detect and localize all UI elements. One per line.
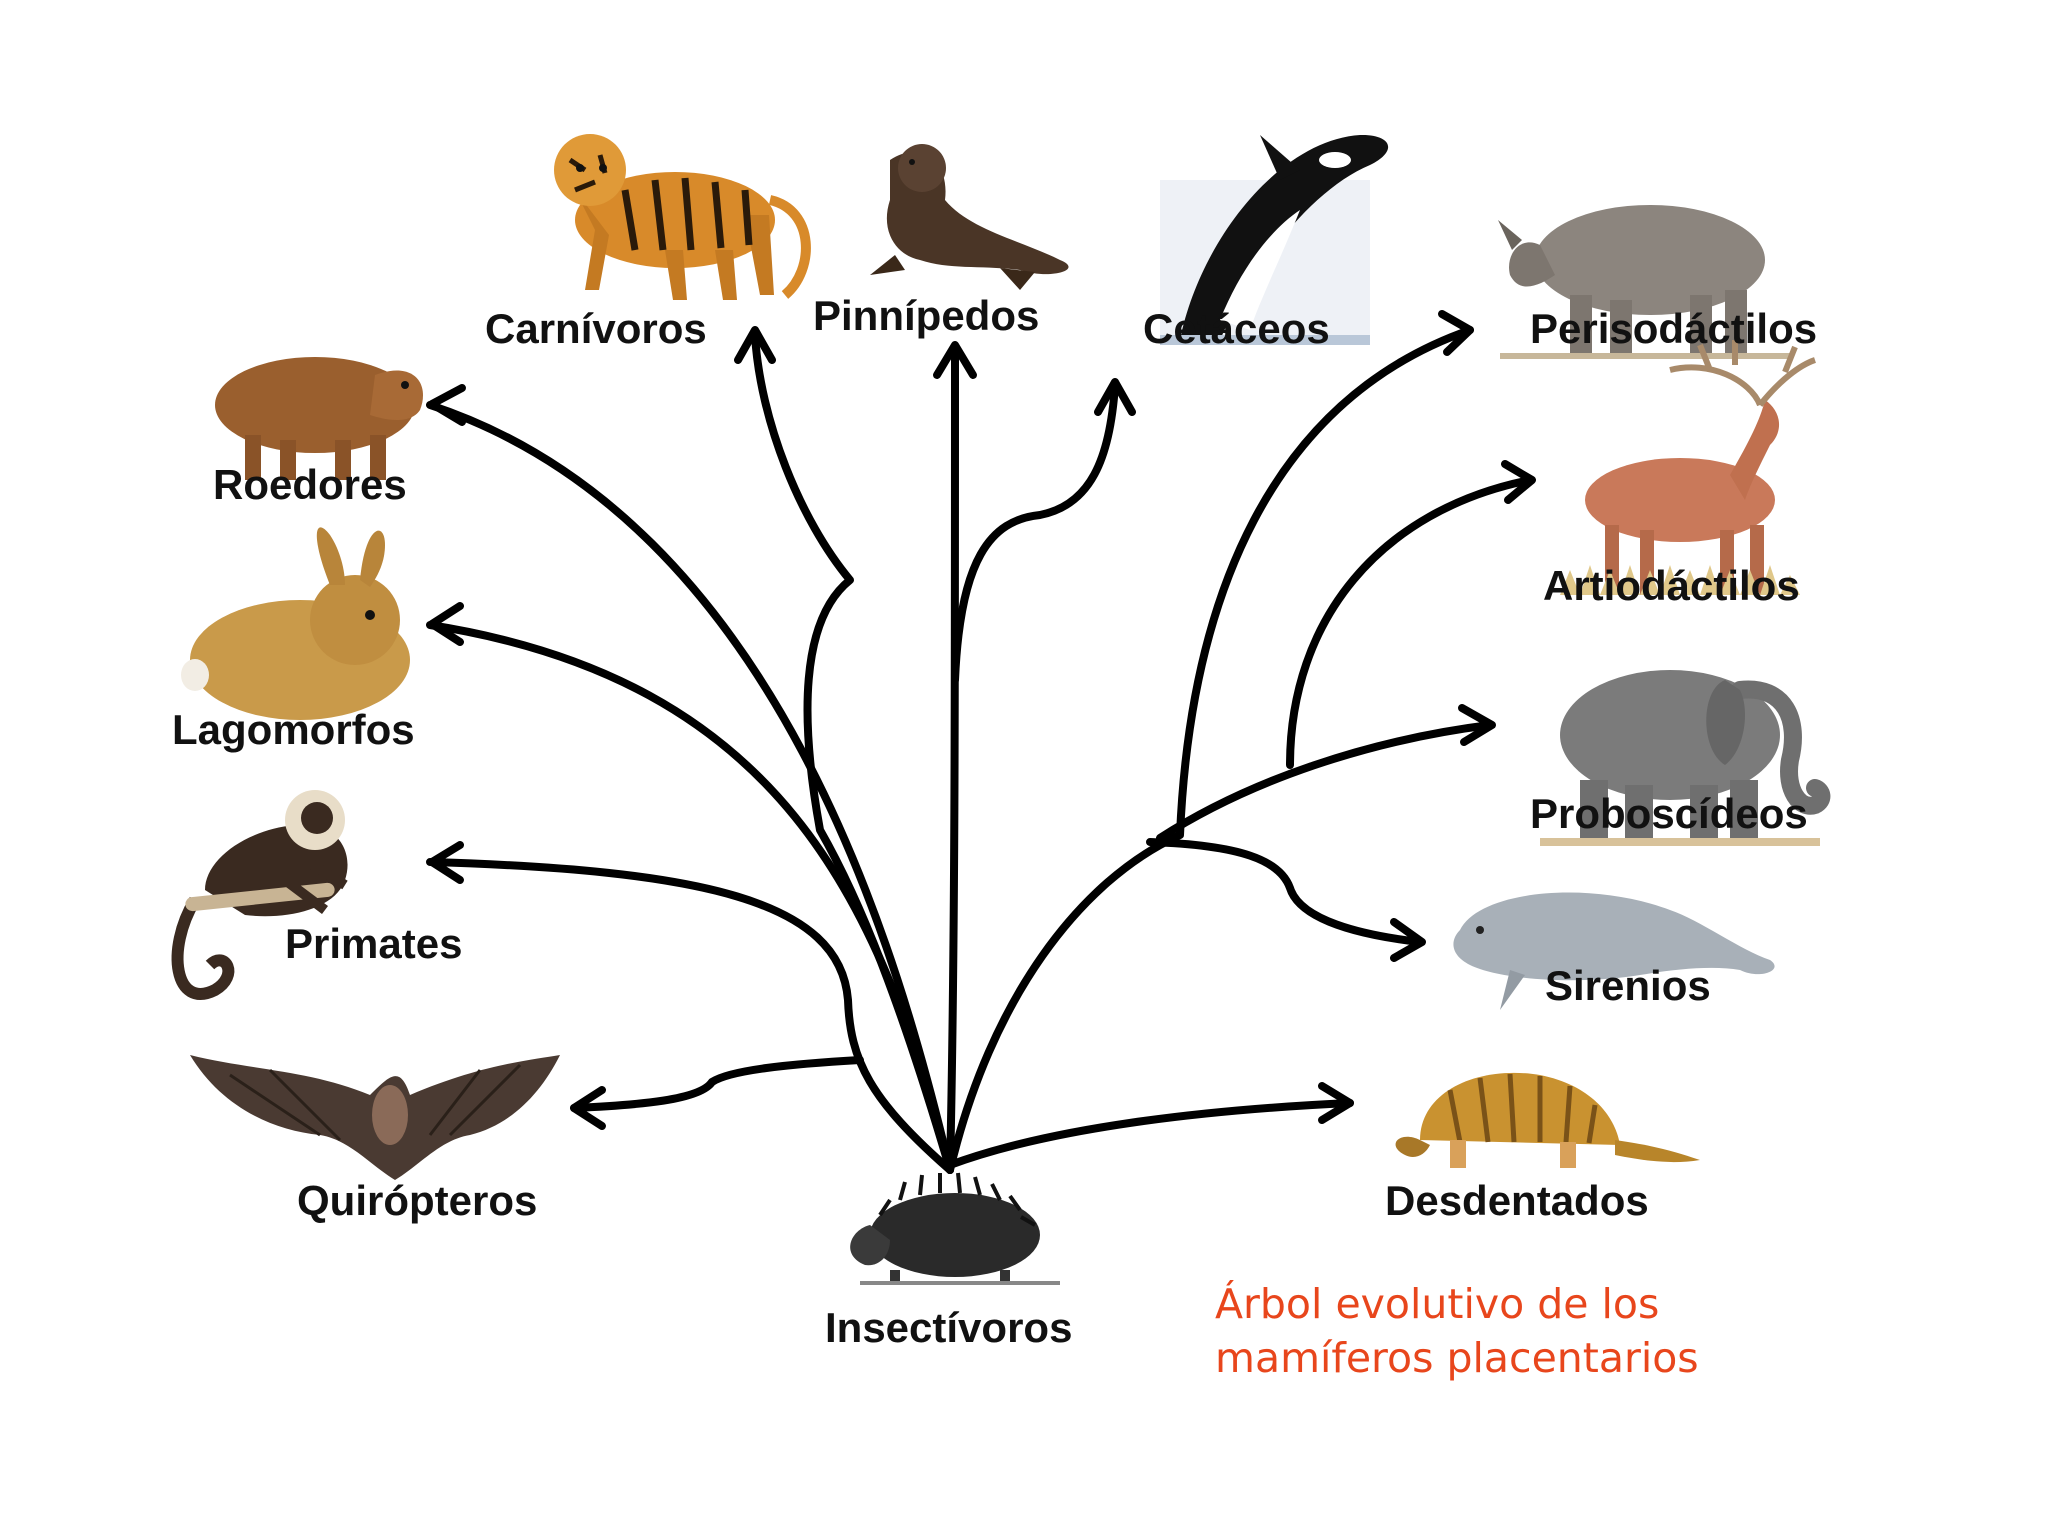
label-insectivoros: Insectívoros: [825, 1304, 1072, 1351]
branch-lagomorfos: [426, 621, 954, 1174]
shrew-icon: [850, 1172, 1060, 1285]
branch-roedores: [426, 401, 954, 1174]
label-artiodactilos: Artiodáctilos: [1543, 562, 1800, 609]
head-proboscideos: [1458, 704, 1496, 746]
head-pinnipedos: [933, 341, 977, 379]
head-cetaceos: [1094, 378, 1136, 416]
label-proboscideos: Proboscídeos: [1530, 790, 1808, 837]
label-sirenios: Sirenios: [1545, 962, 1711, 1009]
label-cetaceos: Cetáceos: [1143, 305, 1330, 352]
label-quiropteros: Quirópteros: [297, 1177, 537, 1224]
head-quiropteros: [570, 1086, 606, 1130]
head-primates: [428, 841, 464, 884]
caption-line-2: mamíferos placentarios: [1215, 1334, 1699, 1382]
armadillo-icon: [1395, 1072, 1700, 1168]
branch-cetaceos: [951, 381, 1119, 684]
orca-icon: [1160, 134, 1389, 345]
label-carnivoros: Carnívoros: [485, 305, 707, 352]
head-sirenios: [1390, 918, 1426, 962]
head-artiodactilos: [1501, 460, 1536, 504]
sea-lion-icon: [870, 144, 1069, 290]
deer-icon: [1560, 340, 1817, 595]
label-roedores: Roedores: [213, 461, 407, 508]
head-roedores: [428, 384, 466, 426]
branch-artiodactilos: [1286, 476, 1534, 769]
branch-primates: [426, 858, 954, 1174]
rhino-icon: [1498, 205, 1790, 359]
head-lagomorfos: [428, 602, 464, 646]
diagram-caption: Árbol evolutivo de los mamíferos placent…: [1215, 1280, 1699, 1382]
elephant-icon: [1540, 670, 1831, 846]
tiger-icon: [554, 134, 811, 300]
bat-icon: [190, 1055, 560, 1180]
branch-pinnipedos: [946, 346, 959, 1174]
branch-perisodactilos: [946, 326, 1474, 1174]
label-perisodactilos: Perisodáctilos: [1530, 305, 1817, 352]
group-labels: Carnívoros Pinnípedos Cetáceos Perisodác…: [172, 292, 1817, 1351]
branch-desdentados: [946, 1099, 1354, 1169]
label-desdentados: Desdentados: [1385, 1177, 1649, 1224]
label-lagomorfos: Lagomorfos: [172, 706, 415, 753]
head-desdentados: [1318, 1082, 1354, 1124]
label-primates: Primates: [285, 920, 462, 967]
monkey-icon: [171, 790, 348, 1000]
rabbit-icon: [181, 527, 410, 720]
head-perisodactilos: [1438, 310, 1474, 356]
branch-proboscideos: [1156, 721, 1494, 842]
capybara-icon: [215, 357, 423, 480]
branch-sirenios: [1146, 838, 1424, 946]
manatee-icon: [1453, 892, 1775, 1010]
label-pinnipedos: Pinnípedos: [813, 292, 1039, 339]
head-carnivoros: [734, 326, 776, 364]
tree-branches: [426, 310, 1536, 1174]
branch-quiropteros: [570, 1056, 864, 1112]
caption-line-1: Árbol evolutivo de los: [1215, 1280, 1659, 1328]
